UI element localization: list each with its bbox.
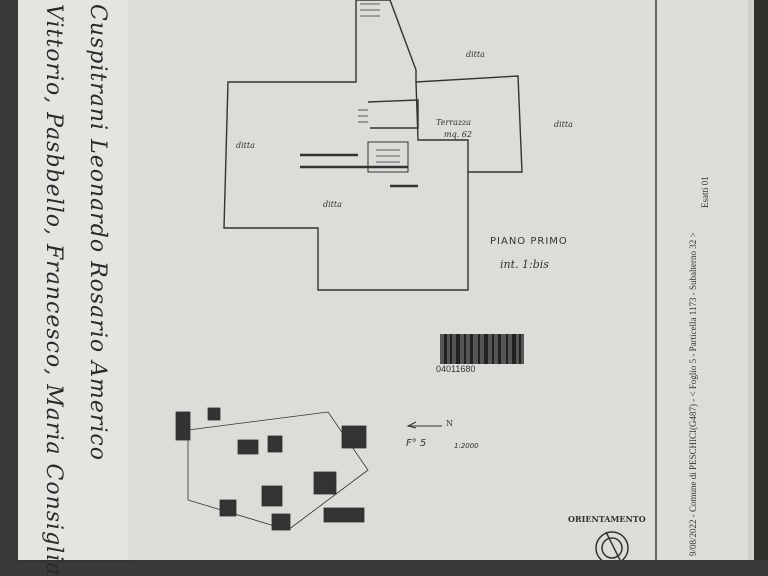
inner-room [367, 99, 419, 129]
north-arrow [406, 421, 442, 429]
floor-plan-drawing [175, 0, 657, 560]
background-edge [748, 0, 768, 560]
terrace-label: Terrazza [436, 118, 472, 127]
orientation-compass-icon [595, 531, 629, 560]
handwritten-line-1: Cuspitrani Leonardo Rosario Americo [85, 4, 110, 461]
sheet-number: Esatti 01 [700, 176, 710, 208]
north-label: N [446, 419, 453, 428]
floor-title: PIANO PRIMO [490, 236, 568, 247]
barcode-number: 04011680 [436, 364, 476, 374]
stairs [358, 3, 400, 163]
room-label: ditta [466, 50, 485, 59]
terrace-wall [415, 81, 469, 172]
floor-plan-sheet: ditta ditta ditta ditta Terrazza mq. 62 … [128, 0, 748, 560]
interior-number: int. 1:bis [500, 258, 549, 271]
cadastral-reference: 9/08/2022 - Comune di PESCHICI(G487) - <… [688, 232, 698, 556]
orientation-label: ORIENTAMENTO [568, 514, 646, 524]
handwritten-note: Cuspitrani Leonardo Rosario Americo Vitt… [18, 0, 130, 576]
terrace-area: mq. 62 [444, 130, 472, 139]
sheet-ref: F° 5 [406, 438, 427, 449]
room-label: ditta [323, 200, 342, 209]
room-label: ditta [554, 120, 573, 129]
handwritten-line-2: Vittorio, Pasbbello, Francesco, Maria Co… [41, 4, 66, 576]
outer-wall [223, 0, 523, 291]
room-label: ditta [236, 141, 255, 150]
scale: 1:2000 [454, 442, 479, 450]
cadastral-map-excerpt [175, 407, 369, 531]
barcode [440, 334, 524, 364]
